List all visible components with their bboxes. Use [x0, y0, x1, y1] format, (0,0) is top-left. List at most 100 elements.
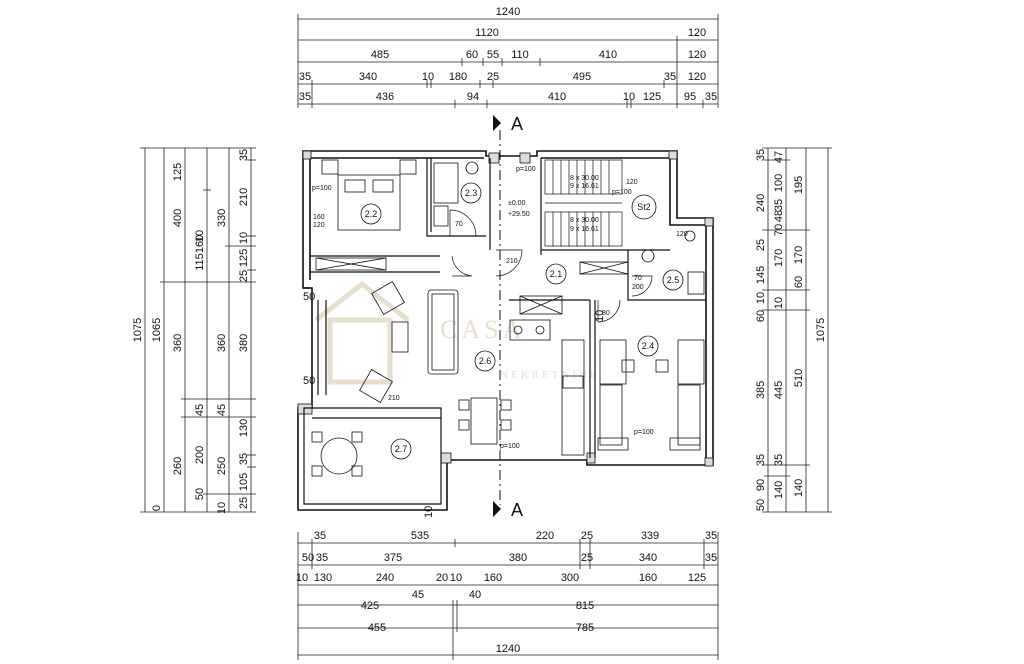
plan-annotations: ±0.00 +29.50 8 x 30.00 9 x 16.61 8 x 30.…	[312, 166, 688, 450]
dim-left-label: 25	[238, 270, 250, 282]
wall-annotations: 50 50 10 10	[303, 291, 606, 518]
dim-left-label: 360	[172, 334, 184, 352]
dim-left-label: 160	[194, 235, 206, 253]
dim-bottom-label: 35	[316, 552, 328, 564]
dim-right-label: 385	[755, 381, 767, 399]
section-label-top: A	[511, 114, 523, 134]
dim-left-label: 360	[216, 334, 228, 352]
dim-right-label: 445	[773, 381, 785, 399]
dining-table	[470, 397, 498, 445]
window-note: 120	[676, 231, 688, 238]
bathtub	[433, 162, 459, 204]
dim-right-label: 10	[755, 292, 767, 304]
section-arrow-top-icon	[493, 115, 501, 131]
door-note: 70	[455, 221, 463, 228]
top-dimension-labels: 1240 1120 120 485 60 55 110 410 120 35 3…	[299, 6, 717, 103]
dim-top-label: 410	[599, 49, 617, 61]
dim-bottom-label: 815	[576, 600, 594, 612]
level-label: ±0.00	[508, 200, 526, 207]
staircase	[544, 159, 623, 247]
right-dimension-chain	[762, 147, 832, 513]
dim-bottom-label: 425	[361, 600, 379, 612]
dim-left-label: 0	[151, 505, 163, 511]
room-numbers: 2.2 2.3 2.1 2.5 2.4 2.6 2.7 St2	[365, 188, 680, 454]
dim-bottom-label: 375	[384, 552, 402, 564]
dim-left-label: 1065	[151, 318, 163, 342]
kitchen-counter	[509, 319, 551, 341]
dim-right-label: 35	[755, 454, 767, 466]
dim-right-label: 195	[793, 176, 805, 194]
dim-right-label: 10	[773, 297, 785, 309]
dim-left-label: 125	[238, 249, 250, 267]
single-bed	[677, 384, 701, 446]
dim-top-label: 60	[466, 49, 478, 61]
dim-top-label: 120	[688, 27, 706, 39]
dim-top-label: 35	[705, 91, 717, 103]
dim-bottom-total: 1240	[496, 643, 520, 655]
dim-right-label: 510	[793, 369, 805, 387]
dim-top-label: 94	[467, 91, 479, 103]
dim-bottom-label: 25	[581, 530, 593, 542]
left-dimension-chain	[140, 147, 256, 513]
double-bed	[337, 174, 401, 231]
terrace-table	[320, 437, 358, 475]
dim-bottom-label: 240	[376, 572, 394, 584]
dim-top-label: 410	[548, 91, 566, 103]
stair-note: 9 x 16.61	[570, 183, 599, 190]
bottom-dimension-labels: 35 535 220 25 339 35 50 35 375 380 25 34…	[296, 530, 717, 655]
room-label: 2.4	[642, 341, 655, 351]
dim-bottom-label: 535	[411, 530, 429, 542]
dim-left-label: 35	[238, 453, 250, 465]
dim-right-label: 60	[793, 276, 805, 288]
wardrobe	[519, 295, 563, 315]
toilet	[684, 230, 696, 242]
dim-right-label: 35	[773, 199, 785, 211]
dim-right-label: 48	[773, 210, 785, 222]
dim-left-label: 380	[238, 334, 250, 352]
dim-left-label: 200	[194, 446, 206, 464]
section-arrow-bottom-icon	[493, 501, 501, 517]
dim-left-label: 45	[216, 404, 228, 416]
dim-right-label: 70	[773, 224, 785, 236]
dim-left-label: 25	[238, 497, 250, 509]
dim-bottom-label: 35	[705, 530, 717, 542]
dim-top-total: 1240	[496, 6, 520, 18]
dim-left-label: 50	[194, 488, 206, 500]
room-label: 2.5	[667, 275, 680, 285]
wall-note: 10	[594, 310, 606, 322]
dim-top-label: 35	[664, 71, 676, 83]
dim-top-label: 120	[688, 71, 706, 83]
left-dimension-labels: 1075 1065 125 400 360 260 160 115 45 200…	[132, 149, 250, 514]
dim-bottom-label: 300	[561, 572, 579, 584]
dim-top-label: 95	[684, 91, 696, 103]
dim-right-label: 1075	[815, 318, 827, 342]
room-label: 2.3	[465, 188, 478, 198]
dim-right-label: 170	[793, 246, 805, 264]
dim-top-label: 55	[487, 49, 499, 61]
dim-right-label: 60	[755, 310, 767, 322]
dim-left-label: 260	[172, 457, 184, 475]
furniture	[311, 159, 705, 477]
window-note: p=100	[612, 189, 632, 196]
watermark-subtext: NEKRETNINE	[500, 369, 600, 381]
window-note: 160	[313, 214, 325, 221]
dim-top-label: 10	[422, 71, 434, 83]
window-note: p=100	[312, 185, 332, 192]
dim-left-label: 10	[216, 502, 228, 514]
room-label: 2.2	[365, 209, 378, 219]
room-labels	[360, 182, 684, 460]
dim-left-label: 35	[238, 149, 250, 161]
dim-left-label: 330	[216, 209, 228, 227]
dim-top-label: 495	[573, 71, 591, 83]
door-swings	[449, 209, 653, 323]
dim-bottom-label: 20	[436, 572, 448, 584]
wall-hatch	[297, 150, 714, 467]
wall-note: 10	[423, 506, 435, 518]
dim-bottom-label: 130	[314, 572, 332, 584]
window-note: p=100	[516, 166, 536, 173]
dim-left-label: 1075	[132, 318, 144, 342]
right-dimension-labels: 35 240 25 145 10 60 385 35 90 50 47 100 …	[755, 149, 827, 511]
dim-left-label: 10	[194, 230, 206, 242]
dim-bottom-label: 25	[581, 552, 593, 564]
room-label: 2.1	[550, 269, 563, 279]
